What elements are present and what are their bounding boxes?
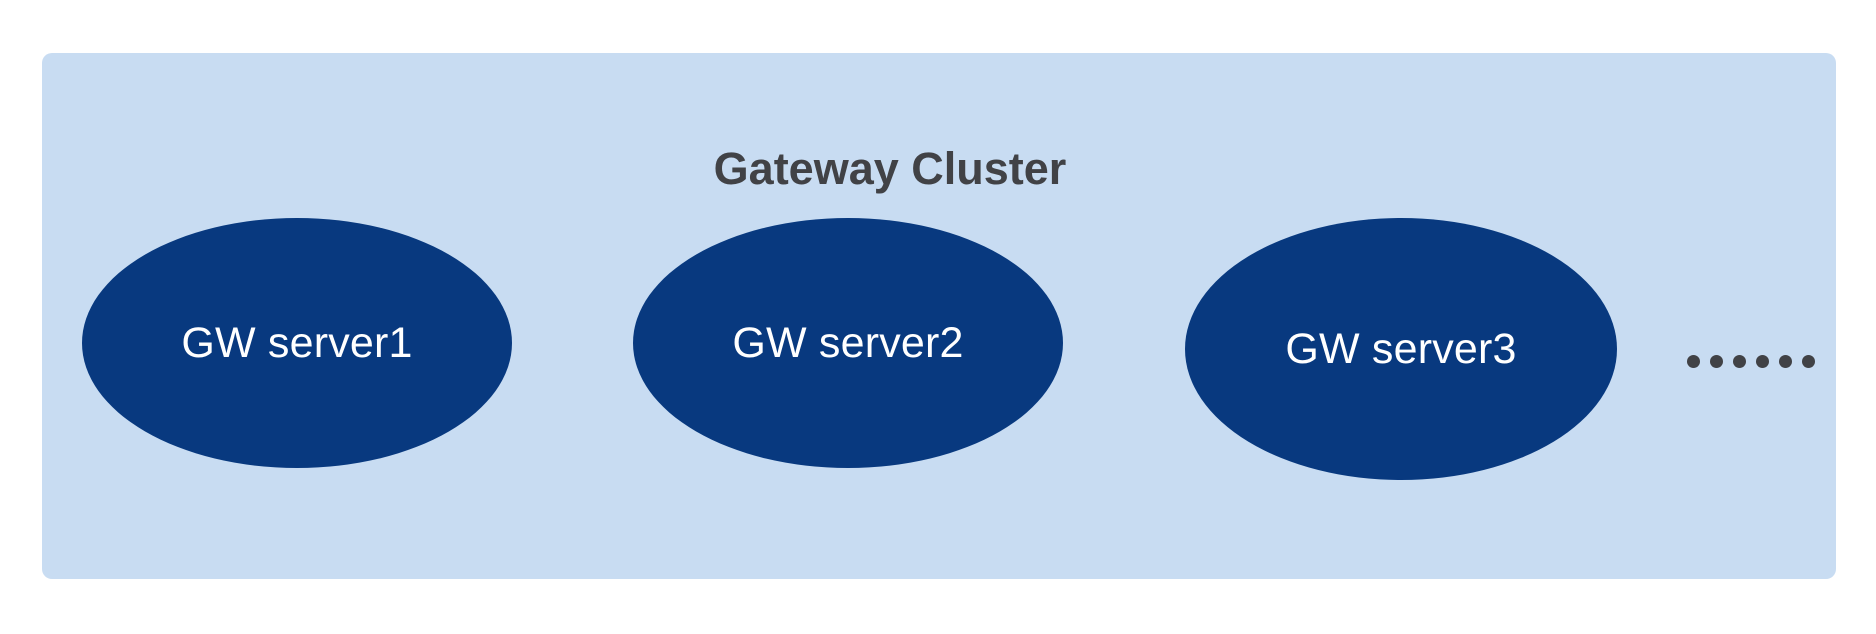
ellipsis-dot xyxy=(1710,354,1723,368)
node-label-gw-server3: GW server3 xyxy=(1285,324,1517,373)
gateway-cluster-panel: Gateway Cluster GW server1 GW server2 GW… xyxy=(42,53,1836,579)
ellipsis-dots-icon xyxy=(1687,351,1815,371)
cluster-title: Gateway Cluster xyxy=(713,143,1067,194)
ellipsis-dot xyxy=(1687,354,1700,368)
node-gw-server1[interactable]: GW server1 xyxy=(82,218,512,468)
ellipsis-dot xyxy=(1733,354,1746,368)
node-label-gw-server2: GW server2 xyxy=(732,318,964,367)
node-gw-server3[interactable]: GW server3 xyxy=(1185,218,1617,480)
ellipsis-dot xyxy=(1779,354,1792,368)
node-gw-server2[interactable]: GW server2 xyxy=(633,218,1063,468)
ellipsis-dot xyxy=(1802,354,1815,368)
node-label-gw-server1: GW server1 xyxy=(181,318,413,367)
ellipsis-dot xyxy=(1756,354,1769,368)
